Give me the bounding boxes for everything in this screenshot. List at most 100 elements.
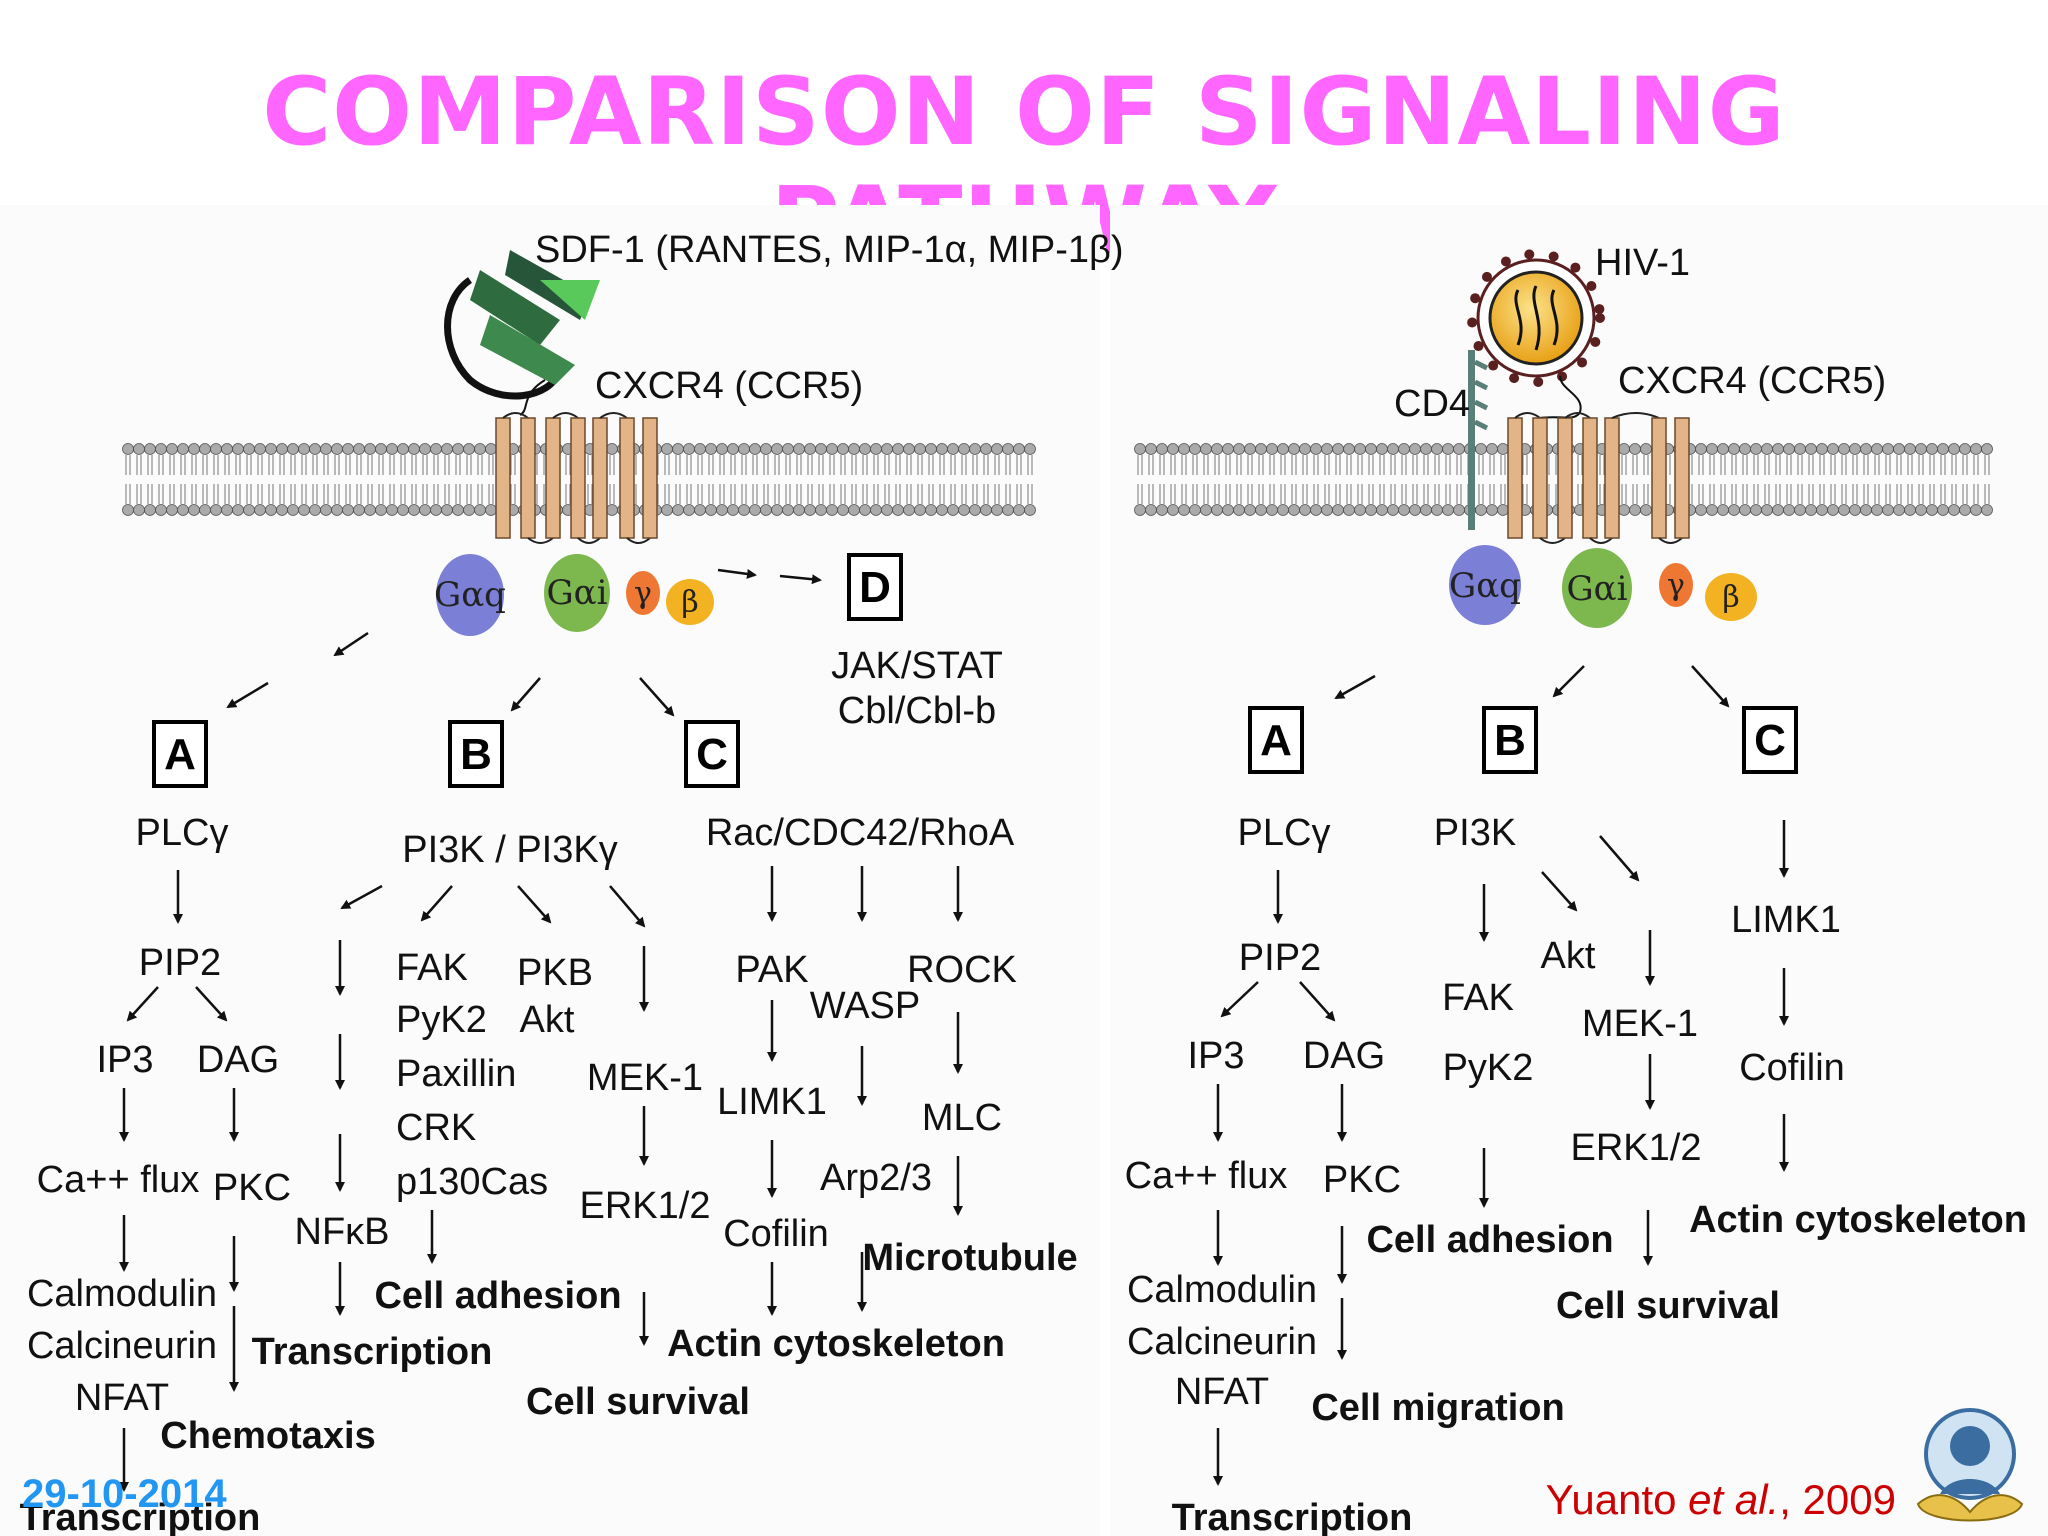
receptor-helix bbox=[619, 417, 635, 539]
cd4-receptor-icon bbox=[1468, 350, 1489, 530]
receptor-helix bbox=[1532, 417, 1548, 539]
g-alpha-q-label-right: Gαq bbox=[1449, 566, 1521, 606]
cd4-label: CD4 bbox=[1394, 383, 1470, 425]
node-mek1-left: MEK-1 bbox=[587, 1057, 703, 1099]
node-actin-right: Actin cytoskeleton bbox=[1689, 1199, 2027, 1241]
node-calmodulin-right: Calmodulin bbox=[1127, 1269, 1317, 1311]
box-c-right-label: C bbox=[1754, 716, 1786, 765]
box-b-right bbox=[1482, 706, 1538, 774]
citation-author: Yuanto bbox=[1545, 1476, 1677, 1523]
g-gamma-left bbox=[626, 571, 660, 615]
box-a-left bbox=[152, 720, 208, 788]
g-beta-right bbox=[1705, 573, 1757, 621]
node-nfat-right: NFAT bbox=[1175, 1371, 1269, 1413]
node-wasp-left: WASP bbox=[810, 985, 921, 1027]
node-nfkb-left: NFκB bbox=[295, 1211, 390, 1253]
g-gamma-label-right: γ bbox=[1667, 568, 1685, 603]
receptor-helix bbox=[592, 417, 608, 539]
box-a-right-label: A bbox=[1260, 716, 1292, 765]
node-transcription-a-left: Transcription bbox=[20, 1497, 261, 1536]
g-beta-label-left: β bbox=[681, 585, 698, 620]
box-d bbox=[847, 553, 903, 621]
node-ip3-left: IP3 bbox=[96, 1039, 153, 1081]
node-cofilin-left: Cofilin bbox=[723, 1213, 829, 1255]
node-chemotaxis-left: Chemotaxis bbox=[160, 1415, 375, 1457]
chemokine-ligand-icon bbox=[444, 250, 600, 416]
node-pkc-right: PKC bbox=[1323, 1159, 1401, 1201]
node-dag-right: DAG bbox=[1303, 1035, 1385, 1077]
citation-year: , 2009 bbox=[1779, 1476, 1896, 1523]
node-calcineurin-left: Calcineurin bbox=[27, 1325, 217, 1367]
citation-etal: et al. bbox=[1688, 1476, 1780, 1523]
g-alpha-i-label-right: Gαi bbox=[1567, 569, 1628, 609]
node-microtubule-left: Microtubule bbox=[862, 1237, 1077, 1279]
node-dag-left: DAG bbox=[197, 1039, 279, 1081]
g-alpha-q-left bbox=[436, 554, 504, 636]
receptor-helix bbox=[1557, 417, 1573, 539]
node-limk-right: LIMK1 bbox=[1731, 899, 1841, 941]
cell-membrane-left bbox=[122, 443, 1036, 516]
node-cell-adhesion-right: Cell adhesion bbox=[1366, 1219, 1613, 1261]
box-a-left-label: A bbox=[164, 730, 196, 779]
g-beta-left bbox=[666, 579, 714, 625]
node-transcription-right: Transcription bbox=[1172, 1497, 1413, 1536]
node-rock-left: ROCK bbox=[907, 949, 1017, 991]
node-actin-left: Actin cytoskeleton bbox=[667, 1323, 1005, 1365]
node-ca-flux-right: Ca++ flux bbox=[1125, 1155, 1288, 1197]
node-calcineurin-right: Calcineurin bbox=[1127, 1321, 1317, 1363]
g-alpha-i-right bbox=[1562, 548, 1632, 628]
box-b-left-label: B bbox=[460, 730, 492, 779]
node-rac-left: Rac/CDC42/RhoA bbox=[706, 812, 1015, 854]
slide-date: 29-10-2014 bbox=[22, 1472, 227, 1516]
ligand-label: SDF-1 (RANTES, MIP-1α, MIP-1β) bbox=[535, 229, 1124, 271]
node-arp-left: Arp2/3 bbox=[820, 1157, 932, 1199]
node-pkb-left: PKB bbox=[517, 952, 593, 994]
receptor-helix bbox=[1604, 417, 1620, 539]
receptor-helix bbox=[1582, 417, 1598, 539]
d-target-2: Cbl/Cbl-b bbox=[838, 690, 996, 732]
g-alpha-i-label-left: Gαi bbox=[547, 573, 608, 613]
virus-link-line bbox=[1539, 375, 1582, 419]
node-pkc-left: PKC bbox=[213, 1167, 291, 1209]
node-pi3k-right: PI3K bbox=[1434, 812, 1516, 854]
g-alpha-q-right bbox=[1449, 545, 1521, 625]
box-c-left bbox=[684, 720, 740, 788]
node-erk-left: ERK1/2 bbox=[580, 1185, 711, 1227]
hiv-virus-icon bbox=[1467, 249, 1605, 387]
node-ca-flux-left: Ca++ flux bbox=[37, 1159, 200, 1201]
node-pip2-left: PIP2 bbox=[139, 942, 221, 984]
node-limk-left: LIMK1 bbox=[717, 1081, 827, 1123]
node-erk-right: ERK1/2 bbox=[1571, 1127, 1702, 1169]
node-cofilin-right: Cofilin bbox=[1739, 1047, 1845, 1089]
node-paxillin-left: Paxillin bbox=[396, 1053, 516, 1095]
receptor-helix bbox=[545, 417, 561, 539]
node-p130cas-left: p130Cas bbox=[396, 1161, 548, 1203]
node-pak-left: PAK bbox=[735, 949, 808, 991]
virus-label: HIV-1 bbox=[1595, 242, 1690, 284]
citation: Yuanto et al., 2009 bbox=[1546, 1476, 1896, 1524]
g-gamma-label-left: γ bbox=[634, 576, 652, 611]
receptor-helix bbox=[1507, 417, 1523, 539]
node-mlc-left: MLC bbox=[922, 1097, 1002, 1139]
receptor-helix bbox=[495, 417, 511, 539]
d-target-1: JAK/STAT bbox=[831, 645, 1003, 687]
receptor-helix bbox=[1674, 417, 1690, 539]
node-akt-left: Akt bbox=[520, 999, 575, 1041]
node-fak-left: FAK bbox=[396, 947, 468, 989]
receptor-helix bbox=[642, 417, 658, 539]
node-cell-survival-right: Cell survival bbox=[1556, 1285, 1780, 1327]
node-mek1-right: MEK-1 bbox=[1582, 1003, 1698, 1045]
node-nfat-left: NFAT bbox=[75, 1377, 169, 1419]
node-transcription-b-left: Transcription bbox=[252, 1331, 493, 1373]
node-pi3k-left: PI3K / PI3Kγ bbox=[402, 829, 617, 871]
node-fak-right: FAK bbox=[1442, 977, 1514, 1019]
node-pyk2-right: PyK2 bbox=[1443, 1047, 1534, 1089]
cxcr4-receptor-right bbox=[1507, 412, 1690, 544]
g-alpha-q-label-left: Gαq bbox=[434, 575, 506, 615]
box-b-left bbox=[448, 720, 504, 788]
node-ip3-right: IP3 bbox=[1187, 1035, 1244, 1077]
box-a-right bbox=[1248, 706, 1304, 774]
receptor-helix bbox=[1651, 417, 1667, 539]
node-cell-migration-right: Cell migration bbox=[1311, 1387, 1564, 1429]
